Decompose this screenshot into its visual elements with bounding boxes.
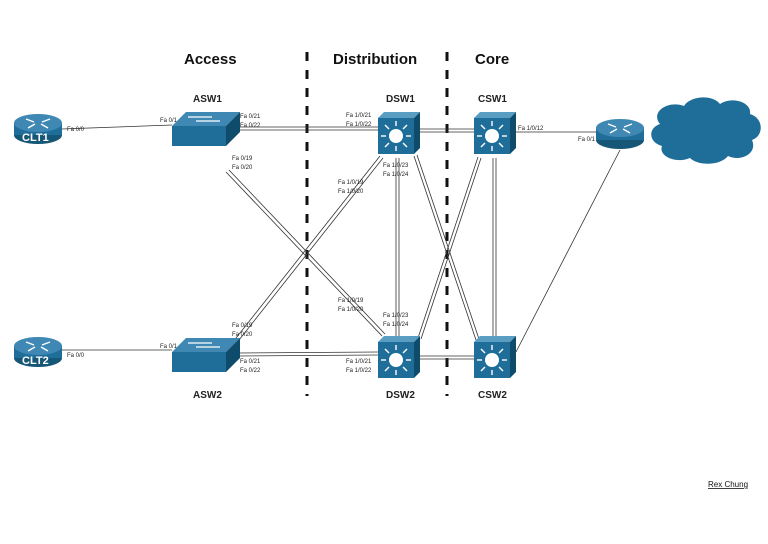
link-clt1-asw1	[61, 124, 173, 130]
mls-csw2[interactable]	[473, 335, 517, 379]
zone-title-core: Core	[475, 51, 509, 68]
port-label: Fa 0/19	[232, 156, 253, 162]
device-label-clt2: CLT2	[22, 355, 49, 367]
port-label: Fa 0/1	[160, 344, 178, 350]
port-label: Fa 1/0/19	[338, 298, 364, 304]
device-label-asw2: ASW2	[193, 390, 222, 401]
port-label: Fa 0/20	[232, 332, 253, 338]
link-asw1-dsw1	[226, 126, 378, 131]
port-label: Fa 0/21	[240, 359, 261, 365]
switch-asw2[interactable]	[171, 337, 241, 373]
port-label: Fa 0/1	[578, 137, 596, 143]
port-label: Fa 1/0/24	[383, 172, 409, 178]
link-asw2-dsw2	[237, 351, 379, 357]
device-label-asw1: ASW1	[193, 94, 222, 105]
port-label: Fa 0/21	[240, 114, 261, 120]
device-label-csw1: CSW1	[478, 94, 507, 105]
switch-asw1[interactable]	[171, 111, 241, 147]
edge-router[interactable]	[595, 118, 645, 150]
author-credit: Rex Chung	[708, 480, 748, 489]
port-label: Fa 0/19	[232, 323, 253, 329]
link-csw1-csw2	[492, 158, 497, 340]
port-label: Fa 0/0	[67, 353, 85, 359]
port-label: Fa 1/0/23	[383, 163, 409, 169]
port-label: Fa 1/0/22	[346, 368, 372, 374]
port-label: Fa 1/0/22	[346, 122, 372, 128]
port-label: Fa 0/0	[67, 127, 85, 133]
port-label: Fa 1/0/24	[383, 322, 409, 328]
link-csw2-edge-router	[515, 149, 621, 353]
mls-dsw1[interactable]	[377, 111, 421, 155]
device-label-clt1: CLT1	[22, 132, 49, 144]
device-label-csw2: CSW2	[478, 390, 507, 401]
port-label: Fa 1/0/20	[338, 307, 364, 313]
port-label: Fa 1/0/12	[518, 126, 544, 132]
link-asw1-dsw2	[225, 169, 386, 337]
mls-dsw2[interactable]	[377, 335, 421, 379]
device-label-dsw2: DSW2	[386, 390, 415, 401]
link-dsw2-csw1	[417, 156, 482, 340]
port-label: Fa 0/22	[240, 123, 261, 129]
port-label: Fa 1/0/21	[346, 113, 372, 119]
zone-title-access: Access	[184, 51, 237, 68]
port-label: Fa 0/1	[160, 118, 178, 124]
port-label: Fa 0/20	[232, 165, 253, 171]
mls-csw1[interactable]	[473, 111, 517, 155]
port-label: Fa 1/0/23	[383, 313, 409, 319]
zone-title-distribution: Distribution	[333, 51, 417, 68]
link-dsw1-dsw2	[395, 158, 400, 336]
link-dsw2-csw2	[420, 355, 474, 360]
port-label: Fa 1/0/19	[338, 180, 364, 186]
port-label: Fa 1/0/21	[346, 359, 372, 365]
device-label-dsw1: DSW1	[386, 94, 415, 105]
port-label: Fa 1/0/20	[338, 189, 364, 195]
port-label: Fa 0/22	[240, 368, 261, 374]
link-dsw1-csw1	[420, 128, 474, 133]
link-asw2-dsw1	[235, 155, 384, 341]
cloud-icon	[651, 97, 761, 164]
